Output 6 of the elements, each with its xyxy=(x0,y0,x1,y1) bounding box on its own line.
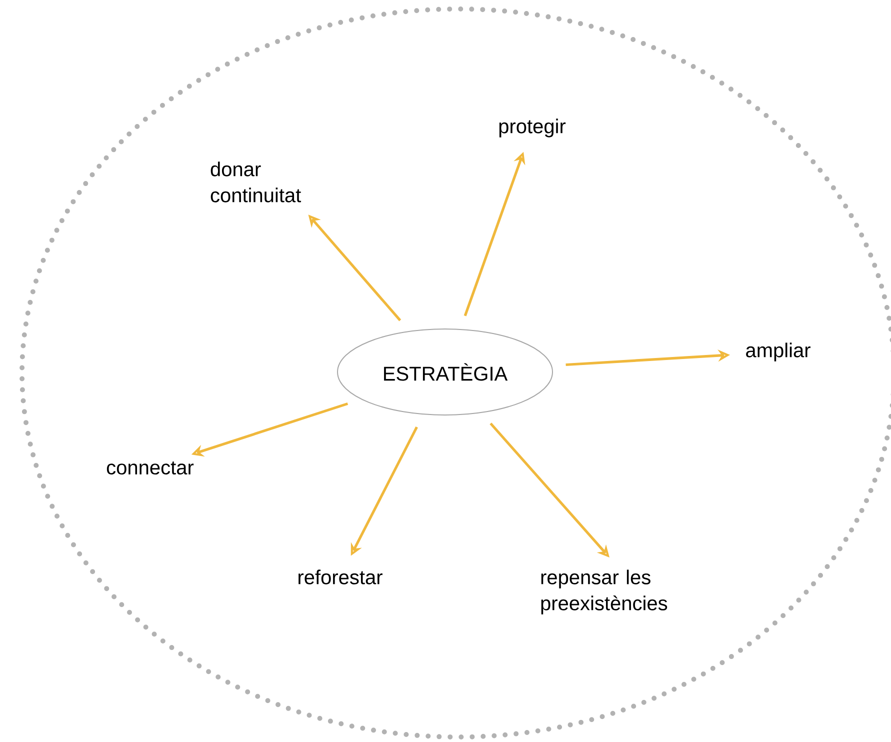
branch-label: protegir xyxy=(499,118,566,138)
branch-label: donar continuitat xyxy=(210,162,302,202)
branch-label: ampliar xyxy=(746,342,810,362)
branch-label: connectar xyxy=(106,461,194,475)
branch-label: reforestar xyxy=(298,570,382,584)
branch-label: repensar les preexistències xyxy=(541,570,668,614)
